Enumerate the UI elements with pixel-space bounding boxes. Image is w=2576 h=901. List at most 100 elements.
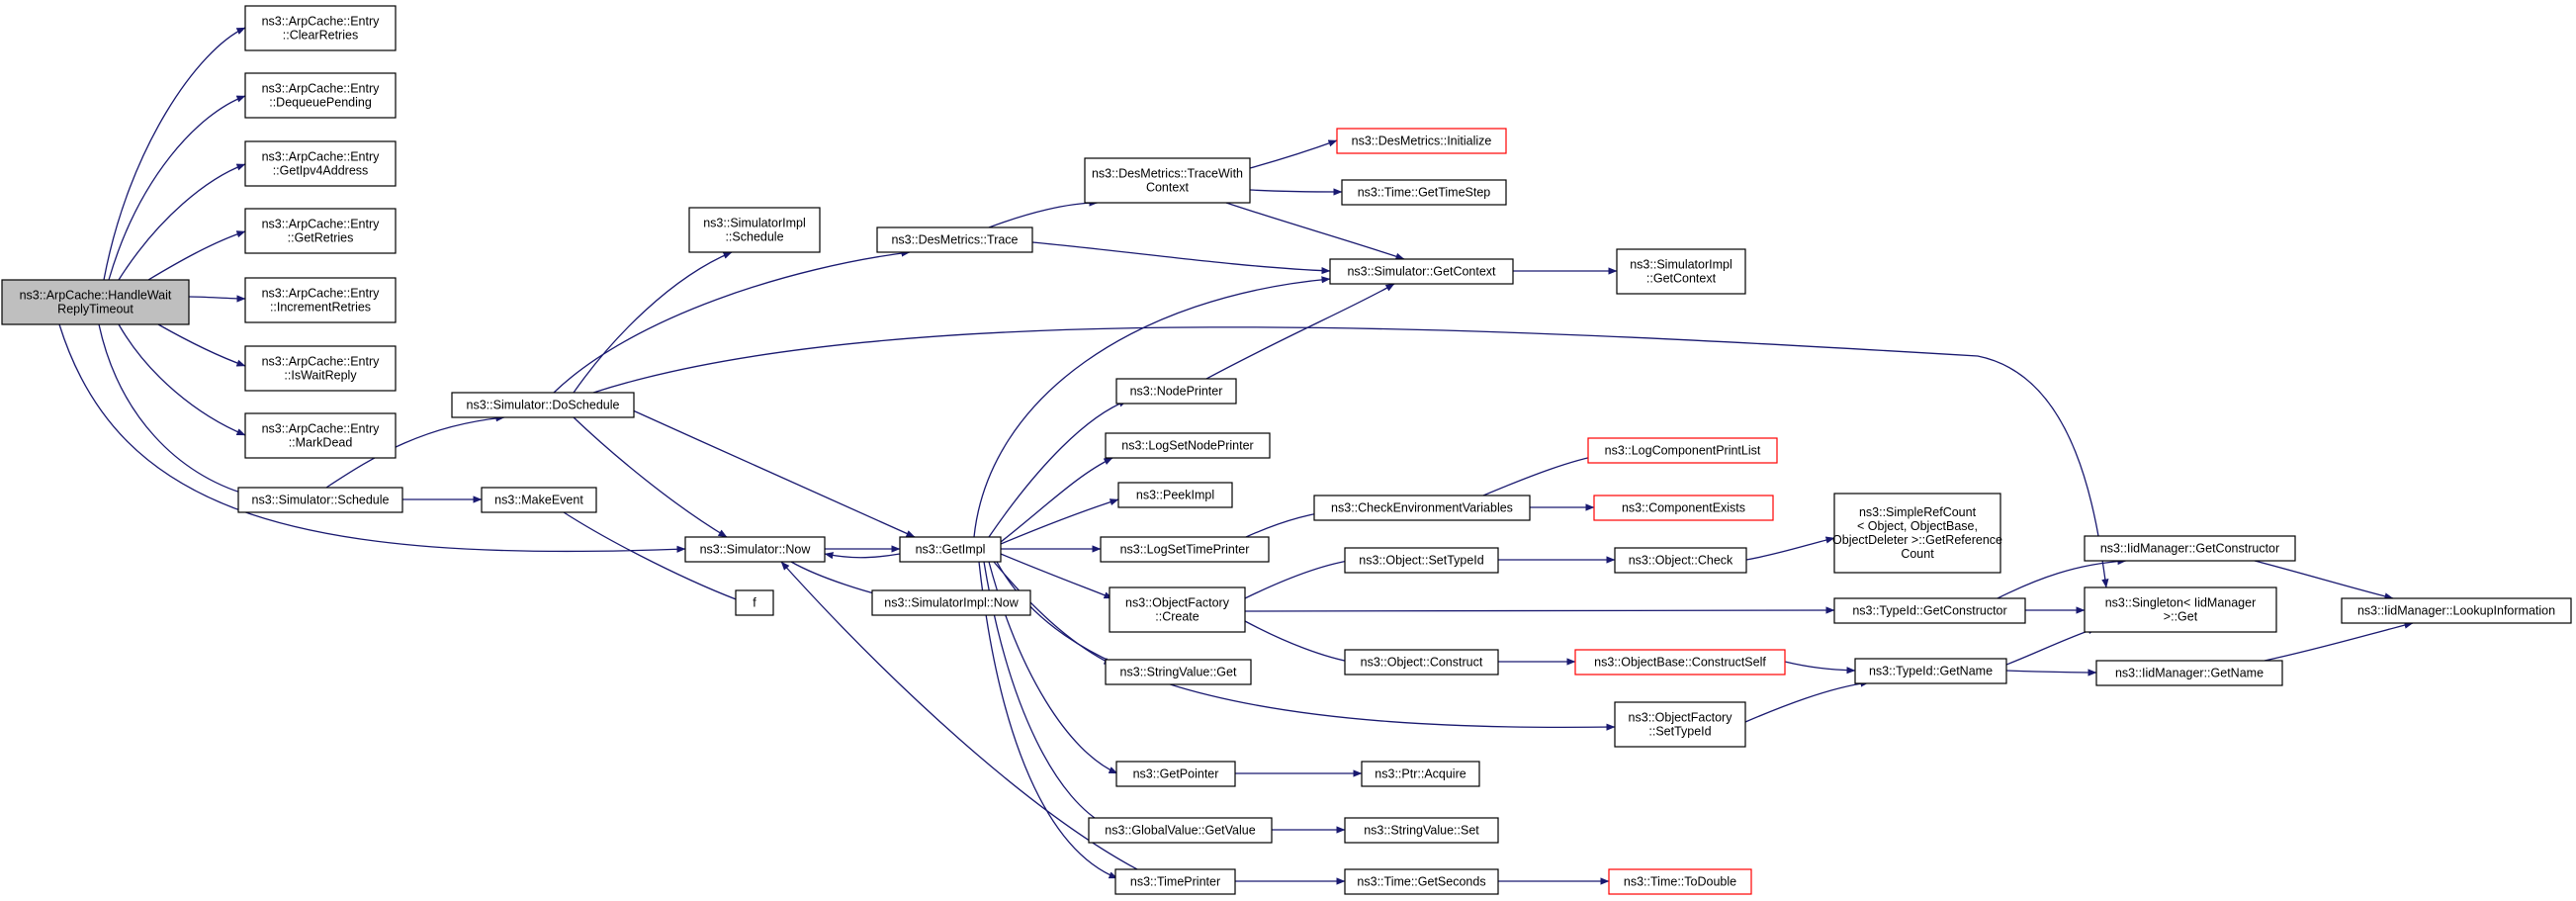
node-compExists[interactable]: ns3::ComponentExists xyxy=(1593,495,1774,521)
node-desInit[interactable]: ns3::DesMetrics::Initialize xyxy=(1336,128,1507,154)
node-getPointer[interactable]: ns3::GetPointer xyxy=(1115,761,1236,787)
node-checkEnv[interactable]: ns3::CheckEnvironmentVariables xyxy=(1313,495,1531,521)
node-timeToDouble[interactable]: ns3::Time::ToDouble xyxy=(1608,868,1752,895)
node-iidGetConstructor[interactable]: ns3::IidManager::GetConstructor xyxy=(2084,535,2296,562)
node-label-line: ::Create xyxy=(1155,610,1199,624)
node-simNow[interactable]: ns3::Simulator::Now xyxy=(684,536,826,563)
edge-simSchedule-to-simDoSchedule xyxy=(325,414,505,489)
node-layer: ns3::ArpCache::HandleWaitReplyTimeoutns3… xyxy=(1,5,2572,895)
node-label-line: ns3::GetImpl xyxy=(916,543,986,557)
node-timePrinter[interactable]: ns3::TimePrinter xyxy=(1114,868,1236,895)
node-timeGetTimeStep[interactable]: ns3::Time::GetTimeStep xyxy=(1341,179,1507,206)
node-objConstruct[interactable]: ns3::Object::Construct xyxy=(1344,649,1499,676)
edge-root-to-isWaitReply xyxy=(157,323,246,367)
edge-traceWithContext-to-simGetContext xyxy=(1225,202,1405,260)
node-objCheck[interactable]: ns3::Object::Check xyxy=(1614,547,1747,574)
node-box xyxy=(237,487,403,513)
node-label-line: ns3::Simulator::DoSchedule xyxy=(467,399,620,412)
node-clearRetries[interactable]: ns3::ArpCache::Entry::ClearRetries xyxy=(244,5,397,51)
node-isWaitReply[interactable]: ns3::ArpCache::Entry::IsWaitReply xyxy=(244,345,397,392)
node-simImplNow[interactable]: ns3::SimulatorImpl::Now xyxy=(871,589,1031,616)
node-box xyxy=(1100,536,1270,563)
node-typeIdGetName[interactable]: ns3::TypeId::GetName xyxy=(1854,658,2007,684)
edge-objFactoryCreate-to-objConstruct xyxy=(1244,620,1356,666)
edge-layer xyxy=(58,27,2414,885)
node-markDead[interactable]: ns3::ArpCache::Entry::MarkDead xyxy=(244,412,397,459)
node-box xyxy=(1105,432,1271,459)
node-label-line: ns3::ArpCache::HandleWait xyxy=(20,289,172,303)
node-label-line: ns3::DesMetrics::TraceWith xyxy=(1092,167,1243,181)
node-label-line: Context xyxy=(1146,181,1190,195)
node-timeGetSeconds[interactable]: ns3::Time::GetSeconds xyxy=(1344,868,1499,895)
node-box xyxy=(684,536,826,563)
node-logSetTimePrinter[interactable]: ns3::LogSetTimePrinter xyxy=(1100,536,1270,563)
edge-objBaseConstructSelf-to-typeIdGetName xyxy=(1784,661,1856,675)
node-box xyxy=(1341,179,1507,206)
node-box xyxy=(1344,868,1499,895)
node-label-line: ::DequeuePending xyxy=(269,96,372,110)
node-box xyxy=(876,226,1033,253)
edge-objFactoryCreate-to-objSetTypeId xyxy=(1244,557,1356,599)
node-makeEvent[interactable]: ns3::MakeEvent xyxy=(481,487,597,513)
node-label-line: ns3::IidManager::LookupInformation xyxy=(2357,604,2555,618)
node-label-line: f xyxy=(753,596,756,610)
node-getIpv4[interactable]: ns3::ArpCache::Entry::GetIpv4Address xyxy=(244,140,397,187)
node-label-line: ns3::ArpCache::Entry xyxy=(262,287,381,301)
node-peekImpl[interactable]: ns3::PeekImpl xyxy=(1117,482,1233,508)
node-typeIdGetConstructor[interactable]: ns3::TypeId::GetConstructor xyxy=(1833,597,2026,624)
node-box xyxy=(1833,493,2001,574)
node-getImpl[interactable]: ns3::GetImpl xyxy=(899,536,1002,563)
node-box xyxy=(1,279,190,325)
node-label-line: Count xyxy=(1901,547,1934,561)
edge-checkEnv-to-logCompPrintList xyxy=(1482,452,1603,496)
node-simGetContext[interactable]: ns3::Simulator::GetContext xyxy=(1329,258,1514,285)
node-objFactorySetTypeId[interactable]: ns3::ObjectFactory::SetTypeId xyxy=(1614,701,1746,748)
node-desTrace[interactable]: ns3::DesMetrics::Trace xyxy=(876,226,1033,253)
node-globalValueGet[interactable]: ns3::GlobalValue::GetValue xyxy=(1088,817,1273,844)
node-objSetTypeId[interactable]: ns3::Object::SetTypeId xyxy=(1344,547,1499,574)
node-label-line: ns3::CheckEnvironmentVariables xyxy=(1331,501,1513,515)
node-simImplSchedule[interactable]: ns3::SimulatorImpl::Schedule xyxy=(688,207,821,253)
node-iidLookup[interactable]: ns3::IidManager::LookupInformation xyxy=(2341,597,2572,624)
node-simpleRefCount[interactable]: ns3::SimpleRefCount< Object, ObjectBase,… xyxy=(1832,493,2002,574)
node-label-line: ns3::ArpCache::Entry xyxy=(262,422,381,436)
node-getRetries[interactable]: ns3::ArpCache::Entry::GetRetries xyxy=(244,208,397,254)
edge-simDoSchedule-to-desTrace xyxy=(553,249,911,394)
node-stringValueGet[interactable]: ns3::StringValue::Get xyxy=(1105,659,1252,685)
node-ptrAcquire[interactable]: ns3::Ptr::Acquire xyxy=(1361,761,1480,787)
edge-root-to-dequeuePending xyxy=(108,95,246,281)
node-stringValueSet[interactable]: ns3::StringValue::Set xyxy=(1344,817,1499,844)
node-objBaseConstructSelf[interactable]: ns3::ObjectBase::ConstructSelf xyxy=(1574,649,1786,676)
edge-typeIdGetConstructor-to-iidGetConstructor xyxy=(1997,557,2127,599)
edge-getImpl-to-objFactorySetTypeId xyxy=(996,561,1616,731)
edge-root-to-clearRetries xyxy=(103,27,246,281)
node-f[interactable]: f xyxy=(735,589,774,616)
node-label-line: ns3::TimePrinter xyxy=(1130,875,1220,889)
node-label-line: ns3::ArpCache::Entry xyxy=(262,355,381,369)
node-nodePrinter[interactable]: ns3::NodePrinter xyxy=(1115,378,1237,405)
edge-getImpl-to-logSetNodePrinter xyxy=(1000,457,1113,543)
node-label-line: ns3::MakeEvent xyxy=(494,494,583,507)
node-incRetries[interactable]: ns3::ArpCache::Entry::IncrementRetries xyxy=(244,277,397,323)
node-label-line: ns3::SimpleRefCount xyxy=(1859,505,1977,519)
node-simImplGetContext[interactable]: ns3::SimulatorImpl::GetContext xyxy=(1616,248,1746,295)
node-box xyxy=(1336,128,1507,154)
edge-desTrace-to-simGetContext xyxy=(1031,241,1331,275)
node-box xyxy=(1574,649,1786,676)
node-label-line: ::IsWaitReply xyxy=(284,369,357,383)
node-logSetNodePrinter[interactable]: ns3::LogSetNodePrinter xyxy=(1105,432,1271,459)
node-dequeuePending[interactable]: ns3::ArpCache::Entry::DequeuePending xyxy=(244,72,397,119)
node-iidGetName[interactable]: ns3::IidManager::GetName xyxy=(2095,660,2283,686)
edge-iidGetConstructor-to-iidLookup xyxy=(2254,560,2394,600)
node-box xyxy=(1084,157,1251,204)
edge-objFactorySetTypeId-to-typeIdGetName xyxy=(1744,679,1870,723)
node-objFactoryCreate[interactable]: ns3::ObjectFactory::Create xyxy=(1109,586,1246,633)
node-simDoSchedule[interactable]: ns3::Simulator::DoSchedule xyxy=(451,392,635,418)
node-logCompPrintList[interactable]: ns3::LogComponentPrintList xyxy=(1587,437,1778,464)
edge-typeIdGetName-to-iidGetName xyxy=(2005,669,2097,676)
node-simSchedule[interactable]: ns3::Simulator::Schedule xyxy=(237,487,403,513)
node-singletonGet[interactable]: ns3::Singleton< IidManager >::Get xyxy=(2084,586,2277,633)
